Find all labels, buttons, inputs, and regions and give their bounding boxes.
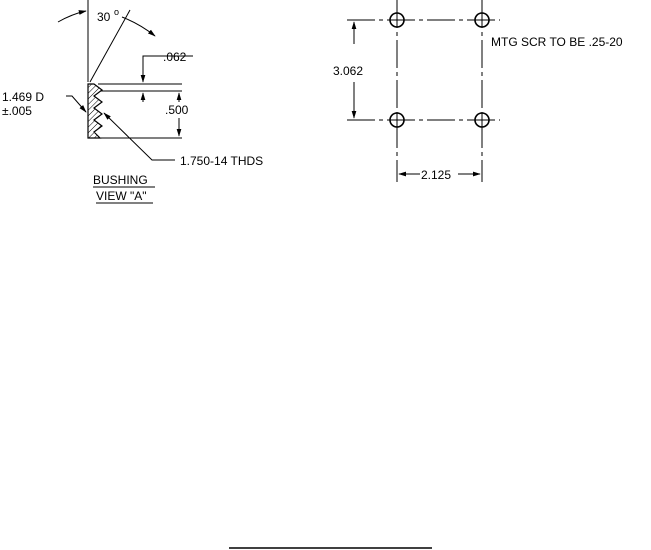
angle-arrow-right	[121, 16, 156, 37]
dim-2125-label: 2.125	[421, 168, 451, 182]
dim-diameter-label: 1.469 D	[2, 90, 44, 104]
dim-062-leader	[140, 55, 193, 83]
dim-062-label: .062	[163, 50, 187, 64]
view-title-line2: VIEW "A"	[96, 189, 147, 203]
view-title-line1: BUSHING	[93, 173, 148, 187]
bushing-view: 30 o .062 .500 1.469 D ±.005 1.750-14 TH…	[2, 0, 263, 204]
mounting-pattern: 3.062 2.125 MTG SCR TO BE .25-20	[333, 0, 623, 182]
bushing-thread-body	[87, 83, 103, 139]
mounting-hole-bottom-left	[389, 112, 405, 128]
dim-500-label: .500	[165, 103, 189, 117]
bushing-angle-line	[89, 9, 131, 83]
mounting-hole-top-left	[389, 12, 405, 28]
angle-arrow-left	[57, 10, 87, 23]
thread-leader	[103, 112, 175, 161]
mounting-note: MTG SCR TO BE .25-20	[491, 35, 623, 49]
dim-tolerance-label: ±.005	[2, 104, 32, 118]
thread-callout-label: 1.750-14 THDS	[180, 154, 263, 168]
dim-diameter-leader	[66, 95, 87, 113]
dim-3062-label: 3.062	[333, 64, 363, 78]
mounting-hole-bottom-right	[474, 112, 490, 128]
mounting-hole-top-right	[474, 12, 490, 28]
angle-unit: o	[114, 7, 119, 17]
angle-label: 30	[97, 10, 111, 24]
